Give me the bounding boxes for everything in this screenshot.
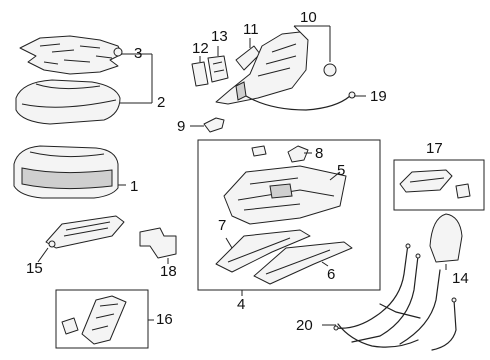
callout-19: 19	[370, 88, 387, 105]
seat-bracket	[139, 227, 177, 264]
callout-13: 13	[211, 28, 228, 45]
callout-17: 17	[426, 140, 443, 157]
callout-11: 11	[243, 21, 259, 38]
seat-back-panel	[215, 25, 337, 105]
callout-4: 4	[237, 296, 246, 313]
callout-6: 6	[327, 266, 336, 283]
callout-3: 3	[134, 45, 143, 62]
callout-7: 7	[218, 217, 227, 234]
callout-10: 10	[300, 9, 317, 26]
seat-heater-mat	[19, 35, 132, 75]
seat-cushion-pad	[15, 79, 121, 125]
callout-2: 2	[157, 94, 166, 111]
callout-bracket-2-3	[120, 53, 153, 104]
callout-5: 5	[337, 162, 346, 179]
callout-18: 18	[160, 263, 177, 280]
callout-9: 9	[177, 118, 186, 135]
inset-frame-16	[55, 289, 154, 349]
seat-track-frame	[197, 139, 381, 296]
inset-frame-17	[393, 159, 485, 211]
small-bracket	[190, 117, 225, 133]
callout-16: 16	[156, 311, 173, 328]
callout-8: 8	[315, 145, 324, 162]
seat-cushion-cover	[13, 145, 126, 199]
left-seat-rail	[215, 229, 311, 273]
seat-lower-cover	[37, 215, 125, 263]
callout-14: 14	[452, 270, 469, 287]
track-clip	[251, 145, 312, 163]
seat-frame	[223, 165, 347, 225]
cover-14	[429, 213, 463, 270]
seat-wire	[245, 91, 366, 111]
callout-12: 12	[192, 40, 209, 57]
callout-20: 20	[296, 317, 313, 334]
callout-1: 1	[130, 178, 139, 195]
wire-harness	[322, 243, 457, 351]
callout-15: 15	[26, 260, 43, 277]
side-clips	[191, 38, 261, 87]
right-seat-rail	[253, 241, 353, 285]
